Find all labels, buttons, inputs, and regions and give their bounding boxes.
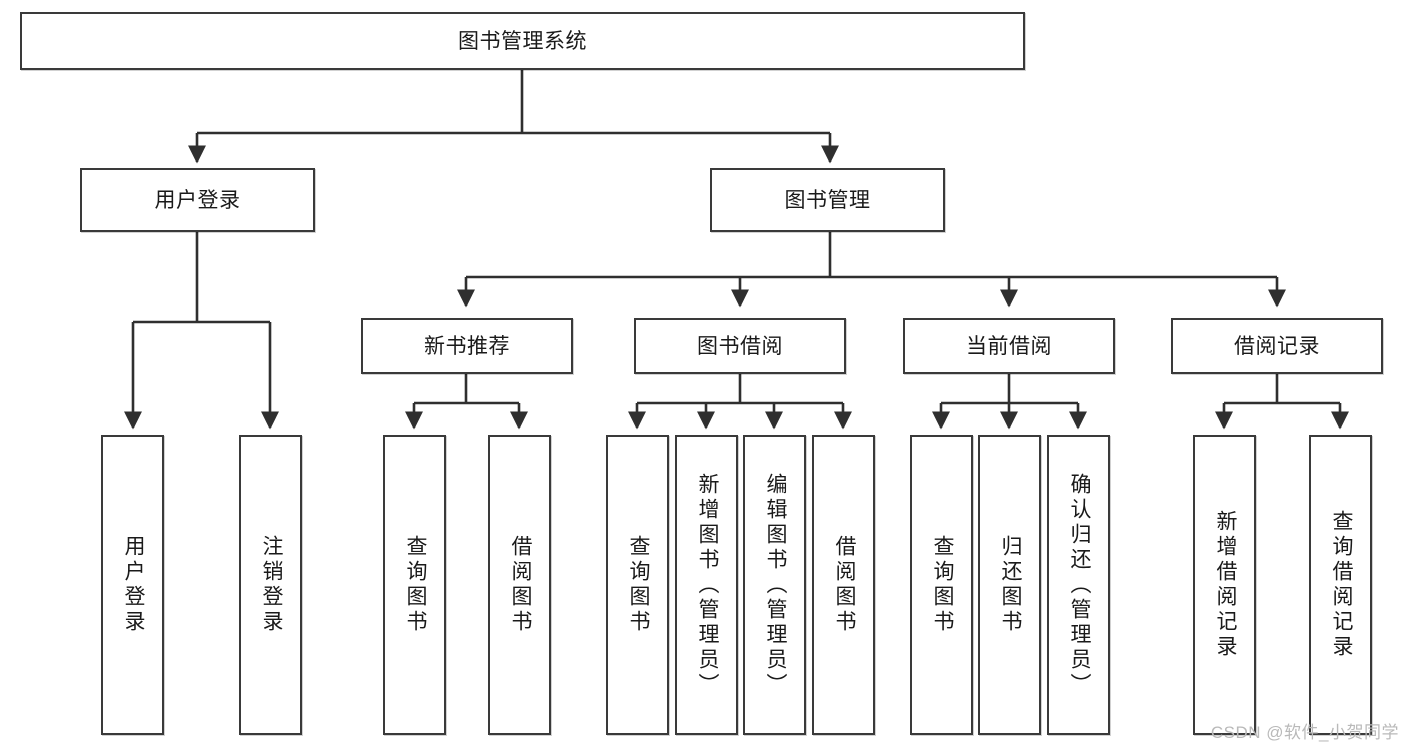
node-label: 用户登录 (154, 188, 241, 212)
node-label: 查询借阅记录 (1329, 510, 1353, 660)
node-label: 查询图书 (403, 535, 427, 635)
node-label: 查询图书 (930, 535, 954, 635)
leaf-user-login-login[interactable]: 用户登录 (101, 435, 164, 735)
leaf-book-borrow-add-book-admin[interactable]: 新增图书（管理员） (675, 435, 738, 735)
node-book-borrowing[interactable]: 图书借阅 (634, 318, 846, 374)
node-label: 借阅记录 (1234, 334, 1320, 358)
node-label: 新书推荐 (424, 334, 510, 358)
leaf-borrow-record-add-record[interactable]: 新增借阅记录 (1193, 435, 1256, 735)
node-label: 图书管理系统 (458, 29, 587, 53)
node-new-book-recommendation[interactable]: 新书推荐 (361, 318, 573, 374)
leaf-current-borrow-query-book[interactable]: 查询图书 (910, 435, 973, 735)
node-label: 借阅图书 (508, 535, 532, 635)
leaf-book-borrow-query-book[interactable]: 查询图书 (606, 435, 669, 735)
node-label: 编辑图书（管理员） (763, 472, 787, 698)
node-current-borrowing[interactable]: 当前借阅 (903, 318, 1115, 374)
node-label: 确认归还（管理员） (1067, 472, 1091, 698)
leaf-book-borrow-edit-book-admin[interactable]: 编辑图书（管理员） (743, 435, 806, 735)
node-label: 归还图书 (998, 535, 1022, 635)
node-label: 新增图书（管理员） (695, 472, 719, 698)
leaf-current-borrow-return-book[interactable]: 归还图书 (978, 435, 1041, 735)
node-label: 图书借阅 (697, 334, 783, 358)
node-label: 注销登录 (259, 535, 283, 635)
node-label: 借阅图书 (832, 535, 856, 635)
leaf-book-borrow-borrow-book[interactable]: 借阅图书 (812, 435, 875, 735)
node-book-management[interactable]: 图书管理 (710, 168, 945, 232)
leaf-current-borrow-confirm-return-admin[interactable]: 确认归还（管理员） (1047, 435, 1110, 735)
node-label: 图书管理 (784, 188, 871, 212)
node-label: 用户登录 (121, 535, 145, 635)
node-borrowing-record[interactable]: 借阅记录 (1171, 318, 1383, 374)
leaf-user-login-logout[interactable]: 注销登录 (239, 435, 302, 735)
node-label: 新增借阅记录 (1213, 510, 1237, 660)
leaf-new-book-query-book[interactable]: 查询图书 (383, 435, 446, 735)
csdn-watermark: CSDN @软件_小贺同学 (1210, 723, 1399, 742)
node-label: 查询图书 (626, 535, 650, 635)
node-label: 当前借阅 (966, 334, 1052, 358)
leaf-borrow-record-query-record[interactable]: 查询借阅记录 (1309, 435, 1372, 735)
node-user-login[interactable]: 用户登录 (80, 168, 315, 232)
leaf-new-book-borrow-book[interactable]: 借阅图书 (488, 435, 551, 735)
node-root-book-management-system[interactable]: 图书管理系统 (20, 12, 1025, 70)
